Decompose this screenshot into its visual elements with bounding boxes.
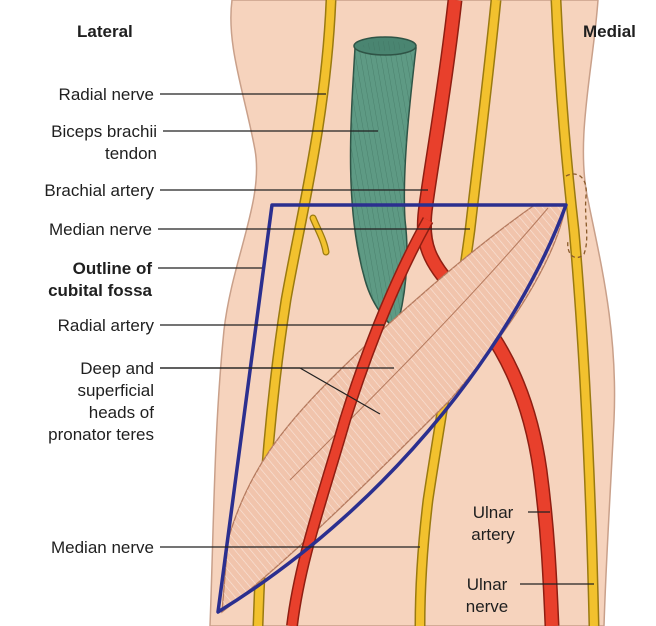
label-outline-line1: Outline of bbox=[73, 258, 152, 279]
label-ulnar-artery-line1: Ulnar bbox=[460, 502, 526, 523]
label-ulnar-nerve-line2: nerve bbox=[456, 596, 518, 617]
label-biceps-tendon-line1: Biceps brachii bbox=[51, 121, 157, 142]
label-median-nerve-upper: Median nerve bbox=[49, 219, 152, 240]
lateral-heading: Lateral bbox=[77, 21, 133, 42]
label-pronator-line3: heads of bbox=[89, 402, 154, 423]
label-radial-artery: Radial artery bbox=[58, 315, 154, 336]
label-radial-nerve: Radial nerve bbox=[59, 84, 154, 105]
label-median-nerve-lower: Median nerve bbox=[51, 537, 154, 558]
label-pronator-line2: superficial bbox=[77, 380, 154, 401]
label-biceps-tendon-line2: tendon bbox=[105, 143, 157, 164]
label-brachial-artery: Brachial artery bbox=[44, 180, 154, 201]
label-ulnar-artery-line2: artery bbox=[460, 524, 526, 545]
label-outline-line2: cubital fossa bbox=[48, 280, 152, 301]
label-ulnar-nerve-line1: Ulnar bbox=[456, 574, 518, 595]
label-pronator-line1: Deep and bbox=[80, 358, 154, 379]
medial-heading: Medial bbox=[583, 21, 636, 42]
label-pronator-line4: pronator teres bbox=[48, 424, 154, 445]
